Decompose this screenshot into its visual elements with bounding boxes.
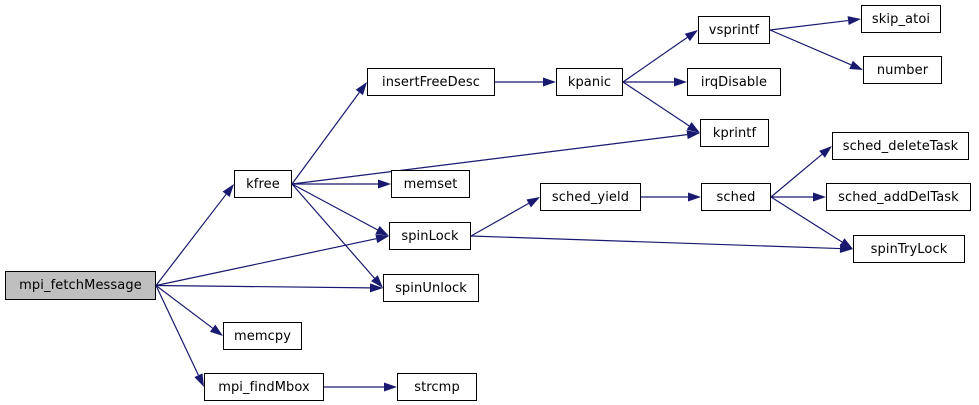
graph-arrowhead-spinLock-to-sched_yield: [526, 197, 540, 208]
graph-node-label: sched_yield: [551, 189, 630, 205]
graph-node-mpi_findMbox[interactable]: mpi_findMbox: [204, 373, 324, 401]
graph-node-label: irqDisable: [700, 74, 768, 90]
graph-node-label: vsprintf: [708, 22, 760, 38]
graph-node-label: mpi_fetchMessage: [19, 278, 142, 293]
graph-node-sched[interactable]: sched: [701, 183, 771, 211]
graph-arrowhead-spinLock-to-spinTryLock: [839, 244, 853, 254]
graph-node-insertFreeDesc[interactable]: insertFreeDesc: [367, 68, 495, 96]
graph-node-skip_atoi[interactable]: skip_atoi: [861, 5, 941, 33]
graph-arrowhead-kpanic-to-kprintf: [686, 122, 700, 133]
graph-node-label: sched: [716, 189, 756, 205]
graph-node-label: kfree: [246, 176, 280, 192]
graph-node-label: strcmp: [414, 379, 460, 395]
graph-arrowhead-kpanic-to-irqDisable: [674, 77, 687, 87]
graph-edge-vsprintf-to-number: [769, 29, 852, 66]
graph-edge-sched-to-sched_deleteTask: [770, 153, 823, 198]
graph-arrowhead-sched-to-sched_addDelTask: [813, 192, 826, 202]
graph-node-label: spinLock: [401, 228, 459, 244]
graph-node-label: number: [876, 62, 929, 78]
graph-arrowhead-kpanic-to-vsprintf: [684, 30, 698, 42]
graph-node-label: mpi_findMbox: [218, 379, 310, 395]
graph-edge-kfree-to-kprintf: [291, 134, 688, 185]
graph-node-spinLock[interactable]: spinLock: [389, 222, 471, 250]
graph-edge-kpanic-to-kprintf: [622, 81, 690, 127]
graph-arrowhead-vsprintf-to-number: [849, 60, 863, 70]
graph-edge-mpi_fetchMessage-to-memcpy: [155, 285, 213, 329]
graph-edge-kfree-to-spinUnlock: [291, 183, 375, 279]
graph-arrowhead-sched-to-sched_deleteTask: [819, 146, 832, 158]
graph-arrowhead-kfree-to-spinLock: [375, 225, 389, 236]
graph-node-label: kprintf: [712, 125, 757, 141]
graph-edge-kpanic-to-vsprintf: [622, 36, 688, 83]
graph-edge-mpi_fetchMessage-to-spinLock: [155, 238, 377, 287]
graph-node-kfree[interactable]: kfree: [234, 170, 292, 198]
graph-arrowhead-kfree-to-spinUnlock: [371, 275, 383, 288]
graph-node-memcpy[interactable]: memcpy: [223, 322, 302, 350]
graph-node-label: insertFreeDesc: [382, 74, 480, 90]
graph-node-sched_yield[interactable]: sched_yield: [540, 183, 641, 211]
graph-arrowhead-vsprintf-to-skip_atoi: [847, 16, 861, 26]
graph-node-label: spinTryLock: [870, 241, 948, 257]
graph-arrowhead-mpi_fetchMessage-to-mpi_findMbox: [194, 373, 204, 387]
graph-arrowhead-sched_yield-to-sched: [688, 192, 701, 202]
graph-arrowhead-insertFreeDesc-to-kpanic: [543, 77, 556, 87]
graph-node-label: sched_addDelTask: [838, 189, 959, 205]
graph-arrowhead-mpi_fetchMessage-to-memcpy: [209, 324, 223, 336]
graph-node-kprintf[interactable]: kprintf: [700, 119, 769, 147]
graph-edge-mpi_fetchMessage-to-spinUnlock: [155, 284, 371, 289]
graph-node-label: spinUnlock: [395, 280, 467, 296]
graph-node-label: kpanic: [567, 74, 612, 90]
graph-edge-vsprintf-to-skip_atoi: [769, 19, 849, 31]
graph-node-spinTryLock[interactable]: spinTryLock: [853, 235, 965, 263]
graph-node-label: memcpy: [233, 328, 292, 344]
graph-node-label: sched_deleteTask: [842, 138, 959, 154]
graph-edge-mpi_fetchMessage-to-mpi_findMbox: [155, 285, 199, 376]
graph-edge-spinLock-to-spinTryLock: [470, 235, 841, 250]
graph-arrowhead-mpi_fetchMessage-to-spinUnlock: [369, 283, 383, 293]
graph-edge-kfree-to-insertFreeDesc: [291, 92, 360, 185]
graph-arrowhead-mpi_findMbox-to-strcmp: [384, 382, 397, 392]
graph-node-sched_deleteTask[interactable]: sched_deleteTask: [832, 132, 969, 160]
graph-node-number[interactable]: number: [863, 56, 942, 84]
graph-node-vsprintf[interactable]: vsprintf: [698, 16, 770, 44]
graph-node-sched_addDelTask[interactable]: sched_addDelTask: [826, 183, 971, 211]
graph-arrowhead-kfree-to-memset: [378, 179, 391, 189]
graph-node-irqDisable[interactable]: irqDisable: [687, 68, 781, 96]
graph-node-mpi_fetchMessage[interactable]: mpi_fetchMessage: [5, 271, 156, 300]
graph-node-kpanic[interactable]: kpanic: [556, 68, 623, 96]
graph-arrowhead-kfree-to-kprintf: [686, 130, 700, 140]
graph-node-spinUnlock[interactable]: spinUnlock: [383, 274, 479, 302]
graph-edge-mpi_fetchMessage-to-kfree: [155, 193, 227, 286]
graph-arrowhead-mpi_fetchMessage-to-spinLock: [375, 234, 389, 244]
graph-node-memset[interactable]: memset: [391, 170, 470, 198]
graph-edge-kfree-to-spinLock: [291, 183, 378, 231]
graph-node-strcmp[interactable]: strcmp: [397, 373, 477, 401]
graph-edge-spinLock-to-sched_yield: [470, 202, 529, 237]
graph-arrowhead-kfree-to-insertFreeDesc: [355, 82, 367, 96]
graph-arrowhead-mpi_fetchMessage-to-kfree: [222, 184, 234, 198]
graph-arrowhead-sched-to-spinTryLock: [839, 238, 853, 249]
graph-node-label: skip_atoi: [871, 11, 931, 27]
graph-node-label: memset: [403, 176, 458, 192]
